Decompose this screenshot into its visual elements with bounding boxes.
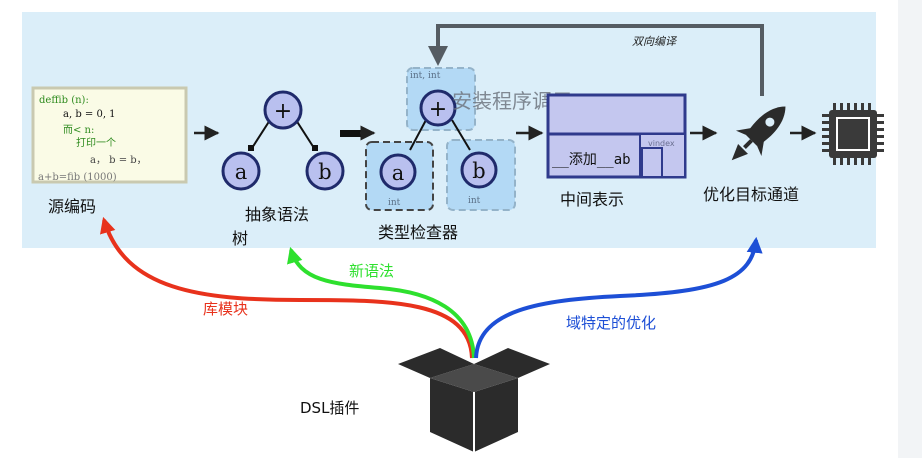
ast-b-node <box>305 151 345 191</box>
plugin-label: DSL插件 <box>300 399 359 417</box>
ir-add-label: __添加__ab <box>552 152 631 168</box>
syntax-arrow <box>287 246 476 359</box>
type-checker-label: 类型检查器 <box>378 223 458 242</box>
tc-a-label: a <box>392 161 405 185</box>
arrow-ast-tc-block <box>340 130 362 137</box>
syntax-label: 新语法 <box>349 262 394 280</box>
code-line-6: a+b=fib (1000) <box>38 172 117 183</box>
opt-arrow <box>474 236 763 359</box>
source-code-panel: deffib (n): a, b = 0, 1 而< n: 打印一个 a， b … <box>31 86 188 184</box>
ast-label-line1: 抽象语法 <box>245 205 309 224</box>
lib-label: 库模块 <box>203 300 248 318</box>
ast-tree: + a b <box>221 90 345 191</box>
feedback-label: 双向编译 <box>632 35 678 48</box>
chip-icon <box>822 103 884 165</box>
code-line-4: 打印一个 <box>76 136 116 149</box>
type-int-pair: int, int <box>410 71 441 81</box>
code-line-2: a, b = 0, 1 <box>63 109 116 120</box>
ir-block: vindex __添加__ab <box>546 93 687 179</box>
tc-b-label: b <box>472 159 485 183</box>
ast-label-line2: 树 <box>232 229 248 248</box>
ast-plus-label: + <box>274 99 292 124</box>
lib-arrow <box>100 216 474 359</box>
ir-label: 中间表示 <box>560 190 624 209</box>
code-line-1: deffib (n): <box>39 95 89 106</box>
ir-sub-box-inner <box>641 147 663 178</box>
optimizer-label: 优化目标通道 <box>703 185 799 204</box>
tc-b-node <box>460 151 498 189</box>
type-int-b: int <box>468 196 481 206</box>
tc-a-node <box>379 153 417 191</box>
type-int-a: int <box>388 198 401 208</box>
source-label: 源编码 <box>48 197 96 216</box>
tc-plus-label: + <box>429 97 447 122</box>
ast-plus-node <box>263 90 303 130</box>
code-line-5: a， b = b， <box>90 155 147 166</box>
rocket-icon <box>731 106 786 161</box>
ast-a-node <box>221 151 261 191</box>
ir-small-label: vindex <box>648 139 675 148</box>
opt-label: 域特定的优化 <box>566 314 656 332</box>
ast-b-label: b <box>318 160 331 184</box>
ast-a-label: a <box>235 160 248 184</box>
right-margin-strip <box>898 0 922 458</box>
tc-plus-node <box>419 89 457 127</box>
open-box-icon <box>398 348 550 452</box>
type-checker: int, int int int + a b <box>365 67 516 211</box>
code-line-3: 而< n: <box>63 124 94 136</box>
feedback-arrow <box>428 24 764 96</box>
